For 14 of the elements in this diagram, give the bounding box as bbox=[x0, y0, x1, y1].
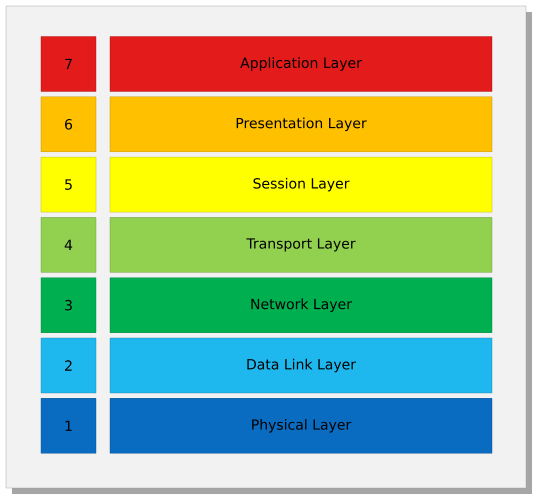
layer-box: Data Link Layer bbox=[110, 338, 492, 394]
number-box: 3 bbox=[40, 278, 96, 333]
number-box: 6 bbox=[40, 96, 96, 152]
layer-box: Transport Layer bbox=[110, 217, 492, 273]
layer-box: Physical Layer bbox=[110, 398, 492, 454]
layer-box: Network Layer bbox=[110, 278, 492, 333]
layer-box: Presentation Layer bbox=[110, 96, 492, 152]
layer-box: Session Layer bbox=[110, 156, 492, 212]
number-box: 2 bbox=[40, 338, 96, 394]
number-box: 1 bbox=[40, 398, 96, 454]
number-box: 5 bbox=[40, 156, 96, 212]
number-box: 4 bbox=[40, 217, 96, 273]
layer-box: Application Layer bbox=[110, 36, 492, 92]
number-box: 7 bbox=[40, 36, 96, 92]
